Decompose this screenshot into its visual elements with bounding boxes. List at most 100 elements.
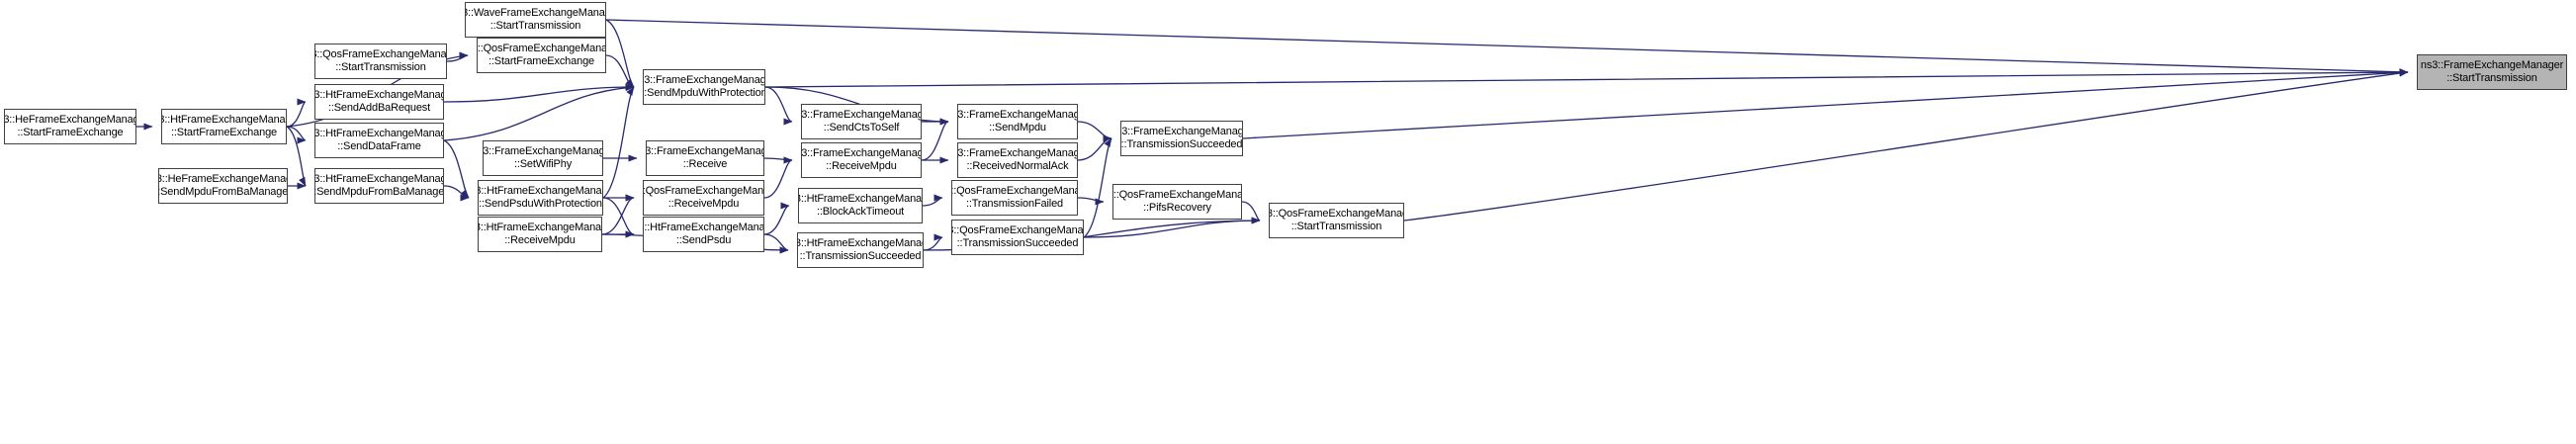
graph-edge-qos_txsucceeded-to-fem_txsucceeded bbox=[1083, 137, 1112, 238]
graph-edge-ht_sfe-to-ht_senddata bbox=[286, 126, 307, 144]
graph-node-fem_txsucceeded[interactable]: ns3::FrameExchangeManager::TransmissionS… bbox=[1120, 121, 1243, 156]
node-label-line2: ::SendAddBaRequest bbox=[327, 102, 431, 114]
node-label-line2: ::StartFrameExchange bbox=[17, 127, 124, 138]
node-label-line1: ns3::HtFrameExchangeManager bbox=[479, 222, 602, 233]
node-label-line2: ::PifsRecovery bbox=[1143, 202, 1211, 214]
graph-node-ht_sfe[interactable]: ns3::HtFrameExchangeManager::StartFrameE… bbox=[161, 109, 287, 144]
node-label-line2: ::SendMpduFromBaManager bbox=[314, 186, 444, 198]
node-label-line2: ::Receive bbox=[682, 158, 728, 170]
node-label-line1: ns3::FrameExchangeManager bbox=[957, 147, 1077, 159]
graph-node-qos_st_right[interactable]: ns3::QosFrameExchangeManager::StartTrans… bbox=[1269, 203, 1404, 238]
node-label-line2: ::TransmissionSucceeded bbox=[956, 237, 1079, 249]
node-label-line2: ::SendPsdu bbox=[675, 234, 732, 246]
graph-node-qos_txfailed[interactable]: ns3::QosFrameExchangeManager::Transmissi… bbox=[951, 180, 1078, 216]
graph-edge-ht_sendpsduwp-to-fem_smwp bbox=[602, 86, 635, 199]
graph-node-ht_sendpsduwp[interactable]: ns3::HtFrameExchangeManager::SendPsduWit… bbox=[478, 180, 603, 216]
node-label-line2: ::StartFrameExchange bbox=[488, 55, 595, 67]
node-label-line1: ns3::FrameExchangeManager bbox=[644, 74, 765, 86]
node-label-line1: ns3::FrameExchangeManager bbox=[2420, 59, 2564, 71]
node-label-line1: ns3::FrameExchangeManager bbox=[801, 147, 921, 159]
node-label-line2: ::StartTransmission bbox=[2446, 72, 2537, 84]
node-label-line2: ::StartTransmission bbox=[1290, 221, 1382, 232]
graph-node-ht_senddata[interactable]: ns3::HtFrameExchangeManager::SendDataFra… bbox=[314, 123, 444, 158]
node-label-line2: ::StartTransmission bbox=[335, 61, 426, 73]
graph-node-fem_rcvnack[interactable]: ns3::FrameExchangeManager::ReceivedNorma… bbox=[957, 142, 1078, 178]
graph-node-ht_sendmpduba[interactable]: ns3::HtFrameExchangeManager::SendMpduFro… bbox=[314, 168, 444, 204]
graph-edge-fem_rcvnack-to-fem_txsucceeded bbox=[1077, 134, 1112, 161]
node-label-line2: ::ReceivedNormalAck bbox=[966, 160, 1069, 172]
node-label-line1: ns3::HtFrameExchangeManager bbox=[315, 128, 443, 139]
graph-node-fem_sendmpdu[interactable]: ns3::FrameExchangeManager::SendMpdu bbox=[957, 104, 1078, 139]
node-label-line2: ::SendCtsToSelf bbox=[823, 122, 900, 133]
node-label-line1: ns3::FrameExchangeManager bbox=[1121, 126, 1243, 137]
graph-edge-qos_txsucceeded-to-qos_st_right bbox=[1083, 217, 1261, 238]
node-label-line2: ::BlockAckTimeout bbox=[816, 206, 905, 218]
graph-node-he_sendmpduba[interactable]: ns3::HeFrameExchangeManager::SendMpduFro… bbox=[158, 168, 288, 204]
graph-edge-fem_receive-to-fem_rcvmpdu bbox=[763, 156, 793, 164]
node-label-line1: ns3::QosFrameExchangeManager bbox=[951, 185, 1077, 197]
graph-node-qos_st_left[interactable]: ns3::QosFrameExchangeManager::StartTrans… bbox=[314, 44, 447, 79]
graph-node-ht_sendpsdu[interactable]: ns3::HtFrameExchangeManager::SendPsdu bbox=[643, 217, 764, 252]
node-label-line1: ns3::QosFrameExchangeManager bbox=[643, 185, 764, 197]
node-label-line2: ::SendPsduWithProtection bbox=[479, 198, 602, 210]
node-label-line1: ns3::HtFrameExchangeManager bbox=[162, 114, 286, 126]
graph-edge-wave_st-to-fem_smwp bbox=[605, 19, 635, 88]
graph-edge-wave_st-to-fem_st_target bbox=[605, 19, 2409, 76]
node-label-line1: ns3::HtFrameExchangeManager bbox=[644, 222, 764, 233]
graph-node-fem_ctstoself[interactable]: ns3::FrameExchangeManager::SendCtsToSelf bbox=[801, 104, 922, 139]
graph-node-wave_st[interactable]: ns3::WaveFrameExchangeManager::StartTran… bbox=[465, 2, 606, 38]
graph-node-ht_backtimeout[interactable]: ns3::HtFrameExchangeManager::BlockAckTim… bbox=[798, 188, 923, 223]
node-label-line2: ::TransmissionFailed bbox=[965, 198, 1064, 210]
graph-edge-qos_pifs-to-qos_st_right bbox=[1241, 201, 1261, 224]
graph-node-fem_smwp[interactable]: ns3::FrameExchangeManager::SendMpduWithP… bbox=[643, 69, 765, 105]
graph-edge-ht_txsucceeded-to-qos_txsucceeded bbox=[923, 233, 943, 251]
node-label-line2: ::StartTransmission bbox=[489, 20, 581, 32]
node-label-line2: ::ReceiveMpdu bbox=[826, 160, 897, 172]
graph-edge-ht_addba-to-fem_smwp bbox=[443, 83, 635, 103]
graph-edge-ht_backtimeout-to-qos_txfailed bbox=[922, 194, 943, 207]
node-label-line1: ns3::HtFrameExchangeManager bbox=[315, 89, 443, 101]
graph-node-qos_receivempdu[interactable]: ns3::QosFrameExchangeManager::ReceiveMpd… bbox=[643, 180, 764, 216]
graph-edge-ht_sfe-to-ht_sendmpduba bbox=[286, 126, 307, 187]
graph-edge-qos_st_left-to-qos_sfe bbox=[446, 51, 469, 62]
graph-edge-qos_sfe-to-fem_smwp bbox=[605, 54, 635, 91]
node-label-line1: ns3::QosFrameExchangeManager bbox=[952, 224, 1084, 236]
node-label-line1: ns3::FrameExchangeManager bbox=[957, 109, 1077, 121]
graph-node-qos_pifs[interactable]: ns3::QosFrameExchangeManager::PifsRecove… bbox=[1112, 184, 1242, 220]
node-label-line1: ns3::FrameExchangeManager bbox=[483, 145, 602, 157]
node-label-line1: ns3::FrameExchangeManager bbox=[647, 145, 763, 157]
graph-node-fem_setwifiphy[interactable]: ns3::FrameExchangeManager::SetWifiPhy bbox=[483, 140, 603, 176]
node-label-line2: ::SendMpdu bbox=[989, 122, 1046, 133]
graph-node-qos_txsucceeded[interactable]: ns3::QosFrameExchangeManager::Transmissi… bbox=[951, 220, 1084, 255]
node-label-line2: ::ReceiveMpdu bbox=[667, 198, 740, 210]
graph-edge-ht_sendmpduba-to-ht_sendpsduwp bbox=[443, 185, 470, 202]
node-label-line2: ::ReceiveMpdu bbox=[504, 234, 576, 246]
node-label-line2: ::StartFrameExchange bbox=[170, 127, 278, 138]
graph-node-ht_txsucceeded[interactable]: ns3::HtFrameExchangeManager::Transmissio… bbox=[797, 232, 924, 268]
graph-node-fem_st_target[interactable]: ns3::FrameExchangeManager::StartTransmis… bbox=[2417, 54, 2567, 90]
graph-edge-ht_sendpsdu-to-ht_backtimeout bbox=[763, 202, 790, 235]
node-label-line1: ns3::HeFrameExchangeManager bbox=[5, 114, 135, 126]
node-label-line1: ns3::FrameExchangeManager bbox=[801, 109, 921, 121]
graph-edge-ht_senddata-to-ht_sendpsduwp bbox=[443, 139, 470, 199]
graph-edge-qos_receivempdu-to-fem_rcvmpdu bbox=[763, 156, 793, 199]
graph-node-fem_rcvmpdu[interactable]: ns3::FrameExchangeManager::ReceiveMpdu bbox=[801, 142, 922, 178]
node-label-line1: ns3::HtFrameExchangeManager bbox=[479, 185, 602, 197]
node-label-line1: ns3::WaveFrameExchangeManager bbox=[466, 7, 605, 19]
graph-edge-ht_senddata-to-fem_smwp bbox=[443, 84, 635, 141]
graph-edge-ht_sendpsduwp-to-ht_sendpsdu bbox=[602, 197, 635, 238]
graph-edge-qos_st_right-to-fem_st_target bbox=[1403, 69, 2409, 222]
graph-edge-ht_sendpsdu-to-ht_txsucceeded bbox=[763, 233, 789, 254]
graph-edge-fem_smwp-to-fem_st_target bbox=[764, 68, 2409, 88]
node-label-line2: ::SetWifiPhy bbox=[513, 158, 573, 170]
node-label-line2: ::SendDataFrame bbox=[337, 140, 421, 152]
graph-node-he_sfe[interactable]: ns3::HeFrameExchangeManager::StartFrameE… bbox=[4, 109, 136, 144]
graph-node-qos_sfe[interactable]: ns3::QosFrameExchangeManager::StartFrame… bbox=[477, 38, 606, 73]
graph-node-ht_addba[interactable]: ns3::HtFrameExchangeManager::SendAddBaRe… bbox=[314, 84, 444, 120]
node-label-line2: ::TransmissionSucceeded bbox=[799, 250, 922, 262]
node-label-line1: ns3::HtFrameExchangeManager bbox=[799, 193, 923, 205]
graph-edge-qos_txfailed-to-qos_pifs bbox=[1077, 197, 1105, 206]
graph-node-fem_receive[interactable]: ns3::FrameExchangeManager::Receive bbox=[646, 140, 764, 176]
graph-node-ht_receivempdu[interactable]: ns3::HtFrameExchangeManager::ReceiveMpdu bbox=[478, 217, 602, 252]
